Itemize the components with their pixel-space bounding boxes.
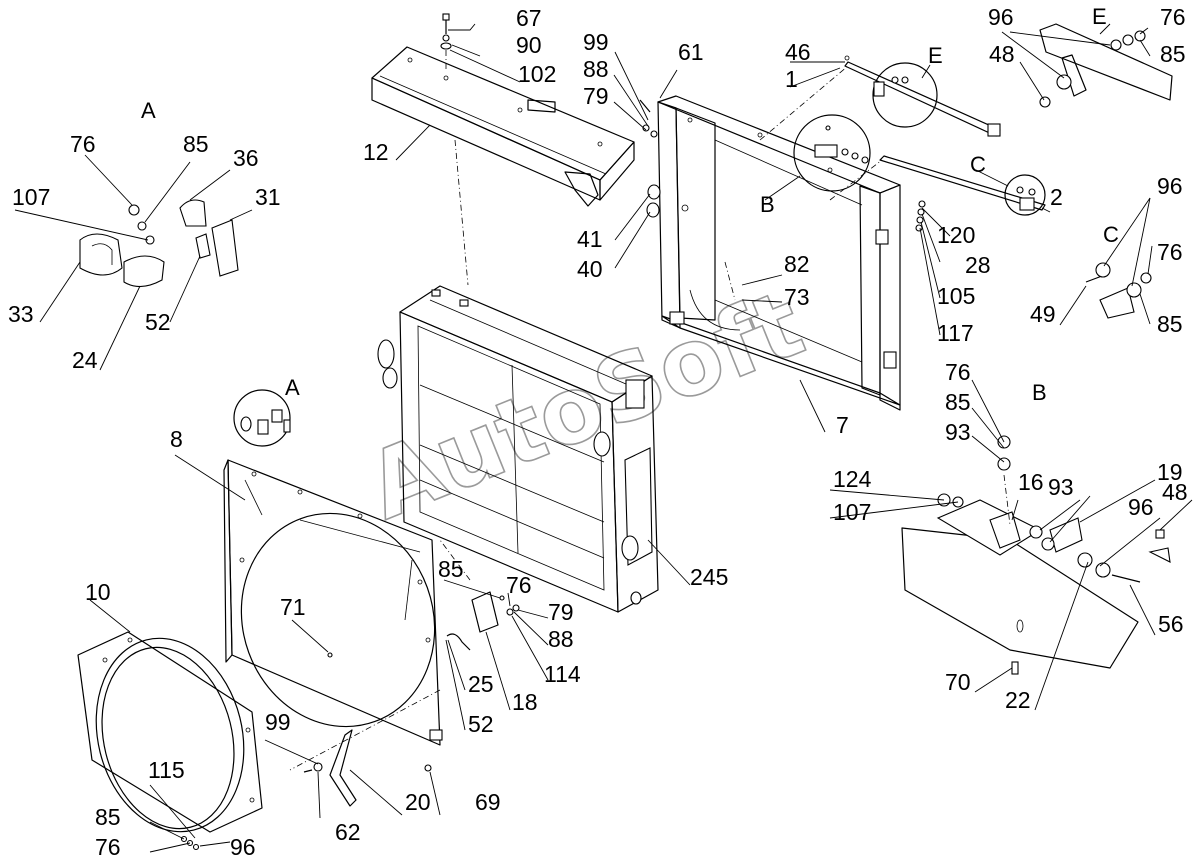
callout-96-low: 96 (230, 834, 256, 860)
autosoft-watermark: AutoSoft (352, 269, 818, 541)
callout-numbers: 67 90 102 12 99 88 79 61 46 1 96 48 76 8… (8, 4, 1188, 860)
callout-48-b: 48 (1162, 479, 1188, 505)
callout-22: 22 (1005, 687, 1031, 713)
callout-41: 41 (577, 226, 603, 252)
callout-107-a: 107 (12, 184, 50, 210)
callout-52-mid: 52 (468, 711, 494, 737)
callout-28: 28 (965, 252, 991, 278)
callout-85-e: 85 (1160, 41, 1186, 67)
watermark-text: AutoSoft (353, 270, 817, 541)
callout-25: 25 (468, 671, 494, 697)
callout-36: 36 (233, 145, 259, 171)
callout-76-a: 76 (70, 131, 96, 157)
callout-7: 7 (836, 412, 849, 438)
callout-8: 8 (170, 426, 183, 452)
callout-79-mid: 79 (548, 599, 574, 625)
part-8-shroud (223, 459, 443, 746)
callout-12: 12 (363, 139, 389, 165)
callout-93-b: 93 (945, 419, 971, 445)
callout-79-top: 79 (583, 83, 609, 109)
view-label-c: C (1103, 222, 1119, 247)
callout-19: 19 (1157, 459, 1183, 485)
callout-31: 31 (255, 184, 281, 210)
leader-lines (14, 23, 1193, 853)
callout-40: 40 (577, 256, 603, 282)
callout-33: 33 (8, 301, 34, 327)
callout-76-e: 76 (1160, 4, 1186, 30)
fasteners-61-41-40 (639, 99, 661, 218)
callout-24: 24 (72, 347, 98, 373)
callout-85-c: 85 (1157, 311, 1183, 337)
callout-96-c: 96 (1157, 173, 1183, 199)
callout-76-low: 76 (95, 834, 121, 860)
view-labels: A A E B C E C B (141, 4, 1119, 405)
callout-71: 71 (280, 594, 306, 620)
part-12-top-bracket (371, 46, 635, 207)
callout-117: 117 (937, 320, 974, 346)
callout-76-c: 76 (1157, 239, 1183, 265)
callout-61: 61 (678, 39, 704, 65)
callout-107-b: 107 (833, 499, 871, 525)
callout-48-e: 48 (989, 41, 1015, 67)
callout-115: 115 (148, 757, 185, 783)
callout-2: 2 (1050, 184, 1063, 210)
part-7-frame (657, 95, 901, 411)
view-label-a-callout: A (285, 375, 300, 400)
callout-20: 20 (405, 789, 431, 815)
callout-124: 124 (833, 466, 872, 492)
view-label-b-callout: B (760, 192, 775, 217)
detail-C-parts (1085, 262, 1152, 319)
callout-99-low: 99 (265, 709, 291, 735)
callout-56: 56 (1158, 611, 1184, 637)
part-10-fan-ring (77, 631, 263, 833)
bolt-67-washer-stack (440, 13, 452, 70)
callout-52-a: 52 (145, 309, 171, 335)
callout-245: 245 (690, 564, 728, 590)
callout-85-low: 85 (95, 804, 121, 830)
callout-46: 46 (785, 39, 811, 65)
callout-88-top: 88 (583, 56, 609, 82)
detail-B-parts (901, 435, 1171, 675)
callout-90: 90 (516, 32, 542, 58)
callout-67: 67 (516, 5, 542, 31)
callout-62: 62 (335, 819, 361, 845)
callout-10: 10 (85, 579, 111, 605)
callout-93-b2: 93 (1048, 474, 1074, 500)
rods-1-and-2 (844, 55, 1046, 211)
callout-73: 73 (784, 284, 810, 310)
callout-76-b: 76 (945, 359, 971, 385)
callout-96-b: 96 (1128, 494, 1154, 520)
callout-16: 16 (1018, 469, 1044, 495)
callout-102: 102 (518, 61, 556, 87)
callout-82: 82 (784, 251, 810, 277)
view-label-a: A (141, 98, 156, 123)
callout-18: 18 (512, 689, 538, 715)
detail-E-parts (1039, 23, 1173, 108)
callout-85-mid: 85 (438, 556, 464, 582)
callout-99-top: 99 (583, 29, 609, 55)
fastener-stack-120 (915, 200, 926, 232)
callout-1: 1 (785, 66, 798, 92)
callout-70: 70 (945, 669, 971, 695)
callout-76-mid: 76 (506, 572, 532, 598)
view-label-c-callout: C (970, 152, 986, 177)
callout-49: 49 (1030, 301, 1056, 327)
callout-96-e: 96 (988, 4, 1014, 30)
callout-114: 114 (544, 661, 581, 687)
callout-88-mid: 88 (548, 626, 574, 652)
view-label-e-callout: E (928, 43, 943, 68)
callout-120: 120 (937, 222, 975, 248)
callout-69: 69 (475, 789, 501, 815)
view-label-e: E (1092, 4, 1107, 29)
detail-A-parts (79, 199, 239, 288)
callout-85-b: 85 (945, 389, 971, 415)
callout-85-a: 85 (183, 131, 209, 157)
view-label-b: B (1032, 380, 1047, 405)
part-245-radiator (377, 285, 659, 613)
callout-105: 105 (937, 283, 975, 309)
detail-circles (233, 62, 1046, 447)
